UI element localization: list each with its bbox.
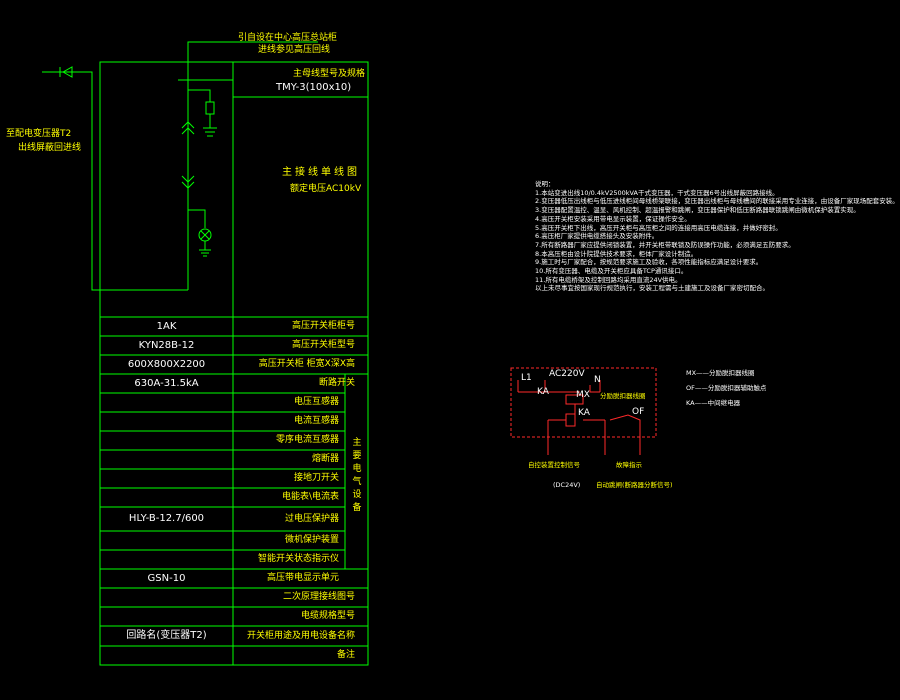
row-label: 微机保护装置 (284, 535, 339, 545)
table-row: HLY-B-12.7/600 过电压保护器 (100, 507, 368, 531)
note-line: 11.所有电缆桥架及控制回路均采用直流24V供电。 (535, 275, 682, 284)
note-line: 8.本高压柜由设计院提供技术要求，柜体厂家设计制造。 (535, 249, 698, 258)
row-value (100, 531, 233, 550)
row-label: 电压互感器 (293, 397, 339, 407)
row-label: 接地刀开关 (293, 473, 339, 483)
row-label: 备注 (336, 650, 355, 660)
incoming-label-1: 引自设在中心高压总站柜 (238, 33, 338, 43)
row-label: 高压开关柜型号 (291, 340, 355, 350)
row-value: 回路名(变压器T2) (126, 630, 207, 641)
note-line: 1.本站变进出线10/0.4kV2500kVA干式变压器，干式变压器6号出线屏蔽… (535, 188, 779, 197)
cc-coil-ka: KA (578, 408, 590, 418)
cc-right-caption: 故障指示 (616, 461, 642, 469)
table-row: 电能表\电流表 (100, 488, 368, 507)
note-line: 5.高压开关柜下出线，高压开关柜与高压柜之间的连接用高压电缆连接，并做好密封。 (535, 223, 782, 232)
main-equipment-vertical-label: 主要电气设备 (352, 438, 362, 513)
row-label: 零序电流互感器 (275, 435, 339, 445)
cc-right-voltage: 自动跳闸(断路器分断信号) (596, 481, 673, 489)
row-value: 630A-31.5kA (134, 378, 199, 389)
cc-left-caption: 自控装置控制信号 (528, 461, 580, 469)
row-label: 电流互感器 (293, 416, 339, 426)
row-value: KYN28B-12 (138, 340, 195, 351)
note-line: 2.变压器低压出线柜与低压进线柜间母线桥架联接，变压器出线柜与母线槽间的联接采用… (535, 197, 895, 206)
table-row: 630A-31.5kA 断路开关 (100, 374, 368, 393)
note-line: 9.施工时与厂家配合，按规范要求施工及验收，各项性能指标应满足设计要求。 (535, 258, 763, 267)
cc-n: N (594, 375, 601, 385)
row-label: 电能表\电流表 (281, 492, 339, 502)
legend-of: OF——分励脱扣器辅助触点 (686, 384, 767, 392)
cc-left-voltage: (DC24V) (553, 481, 581, 489)
row-value: HLY-B-12.7/600 (128, 513, 205, 524)
note-line: 3.变压器配置温控、温显、风机控制、超温报警和跳闸，变压器保护和低压断路器联锁跳… (535, 206, 860, 215)
row-label: 开关柜用途及用电设备名称 (246, 631, 355, 641)
cc-voltage: AC220V (549, 369, 585, 379)
row-value: GSN-10 (147, 573, 186, 584)
row-value (100, 488, 233, 507)
row-value (100, 412, 233, 431)
incoming-label-2: 进线参见高压回线 (258, 45, 331, 55)
row-label: 高压带电显示单元 (266, 573, 339, 583)
cc-mx: MX (576, 390, 590, 400)
cc-ka-contact: KA (537, 387, 549, 397)
busbar-spec: TMY-3(100x10) (276, 82, 352, 93)
busbar-title: 主母线型号及规格 (293, 69, 366, 79)
note-line: 7.所有断路器厂家应提供闭锁装置，并开关柜带联锁及防误操作功能，必须满足五防要求… (535, 240, 795, 249)
row-value: 1AK (156, 321, 177, 332)
diagram-title: 主接线单线图 (282, 167, 360, 178)
table-row: 电压互感器 (100, 393, 368, 412)
table-row: 电缆规格型号 (100, 607, 368, 626)
cc-l1: L1 (521, 373, 532, 383)
table-row: 接地刀开关 (100, 469, 368, 488)
legend-mx: MX——分励脱扣器线圈 (686, 369, 755, 377)
table-row: 零序电流互感器 (100, 431, 368, 450)
table-row: 电流互感器 (100, 412, 368, 431)
note-line: 6.高压柜厂家提供电缆搭接头及安装附件。 (535, 232, 659, 241)
row-label: 二次原理接线图号 (282, 592, 355, 602)
row-label: 断路开关 (318, 378, 355, 388)
row-value: 600X800X2200 (127, 359, 206, 370)
table-row: 回路名(变压器T2) 开关柜用途及用电设备名称 (100, 626, 368, 646)
row-label: 过电压保护器 (284, 514, 339, 524)
row-value (100, 646, 233, 665)
table-row: 智能开关状态指示仪 (100, 550, 368, 569)
table-row: 1AK 高压开关柜柜号 (100, 317, 368, 336)
row-value (100, 550, 233, 569)
table-row: 微机保护装置 (100, 531, 368, 550)
table-row: KYN28B-12 高压开关柜型号 (100, 336, 368, 355)
outgoing-label-1: 至配电变压器T2 (6, 129, 72, 139)
note-line: 4.高压开关柜安装采用带电显示装置，保证操作安全。 (535, 214, 691, 223)
table-row: 熔断器 (100, 450, 368, 469)
row-value (100, 450, 233, 469)
row-value (100, 393, 233, 412)
row-label: 高压开关柜柜号 (291, 321, 355, 331)
row-label: 智能开关状态指示仪 (257, 554, 339, 564)
row-value (100, 469, 233, 488)
row-value (100, 607, 233, 626)
row-label: 高压开关柜 柜宽X深X高 (258, 359, 355, 369)
notes-title: 说明： (535, 180, 555, 188)
row-label: 电缆规格型号 (300, 611, 355, 621)
table-row: 备注 (100, 646, 368, 665)
table-row: GSN-10 高压带电显示单元 (100, 569, 368, 588)
cc-of: OF (632, 407, 645, 417)
note-line: 以上未尽事宜按国家现行规范执行，安装工程需与土建施工及设备厂家密切配合。 (535, 284, 769, 293)
row-value (100, 431, 233, 450)
legend-ka: KA——中间继电器 (686, 399, 741, 407)
row-label: 熔断器 (311, 454, 339, 464)
cc-mx-note: 分励脱扣器线圈 (600, 392, 646, 400)
table-row: 600X800X2200 高压开关柜 柜宽X深X高 (100, 355, 368, 374)
note-line: 10.所有变压器、电缆及开关柜应具备TCP通讯接口。 (535, 267, 688, 276)
notes-block: 说明： 1.本站变进出线10/0.4kV2500kVA干式变压器，干式变压器6号… (535, 180, 895, 293)
row-value (100, 588, 233, 607)
outgoing-label-2: 出线屏蔽回进线 (18, 143, 82, 153)
table-row: 二次原理接线图号 (100, 588, 368, 607)
rated-voltage: 额定电压AC10kV (290, 184, 362, 194)
